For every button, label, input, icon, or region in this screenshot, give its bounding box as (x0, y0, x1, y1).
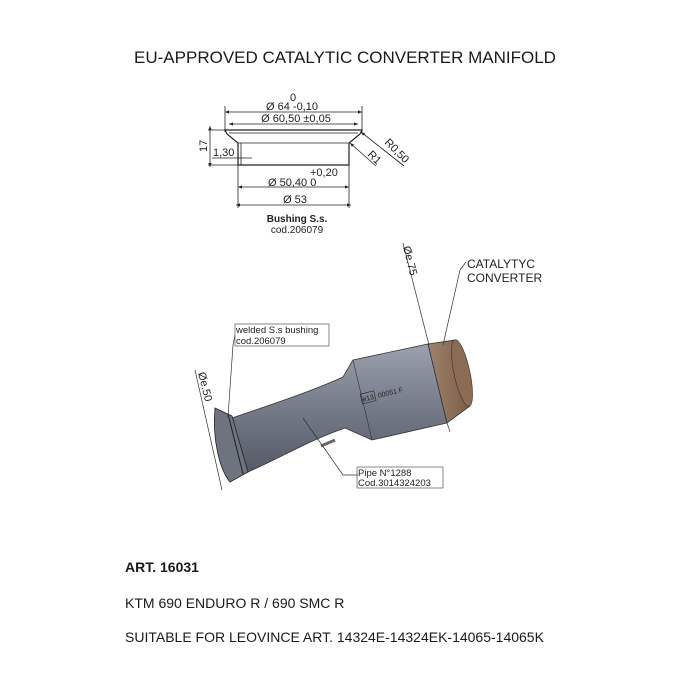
page-title: EU-APPROVED CATALYTIC CONVERTER MANIFOLD (134, 48, 556, 67)
bushing-callout-line2: cod.206079 (236, 336, 286, 347)
dim-50-upper-tolerance: +0,20 (310, 167, 338, 179)
dim-60-50: Ø 60,50 ±0,05 (261, 113, 331, 125)
bushing-code: cod.206079 (271, 225, 324, 236)
dim-50-40: Ø 50,40 0 (268, 177, 316, 189)
bushing-callout-line1: welded S.s bushing (235, 325, 318, 336)
dim-r1: R1 (365, 149, 383, 167)
catalyst-label-line2: CONVERTER (467, 271, 542, 285)
dim-17: 17 (198, 140, 210, 152)
outlet-diameter: Øe.75 (400, 245, 419, 277)
dim-64: Ø 64 -0,10 (266, 101, 318, 113)
pipe-callout-line2: Cod.3014324203 (358, 478, 431, 489)
catalyst-label-line1: CATALYTYC (467, 257, 535, 271)
inlet-diameter: Øe.50 (195, 371, 214, 403)
bushing-drawing (208, 106, 405, 208)
dim-1-30: 1,30 (213, 147, 234, 159)
dim-r0-50: R0,50 (382, 137, 411, 166)
stamp-mark: e13 (362, 394, 375, 404)
dim-53: Ø 53 (283, 194, 307, 206)
compatibility-text: SUITABLE FOR LEOVINCE ART. 14324E-14324E… (125, 629, 544, 645)
inlet-flange (213, 407, 249, 483)
pipe-callout-line1: Pipe N°1288 (358, 468, 411, 479)
bushing-name: Bushing S.s. (267, 214, 328, 225)
vehicle-models: KTM 690 ENDURO R / 690 SMC R (125, 595, 345, 611)
dim-64-upper-tolerance: 0 (290, 92, 296, 104)
pipe-render: e13 00051 F (213, 339, 473, 483)
article-number: ART. 16031 (125, 559, 199, 575)
pipe-tube (231, 343, 448, 473)
